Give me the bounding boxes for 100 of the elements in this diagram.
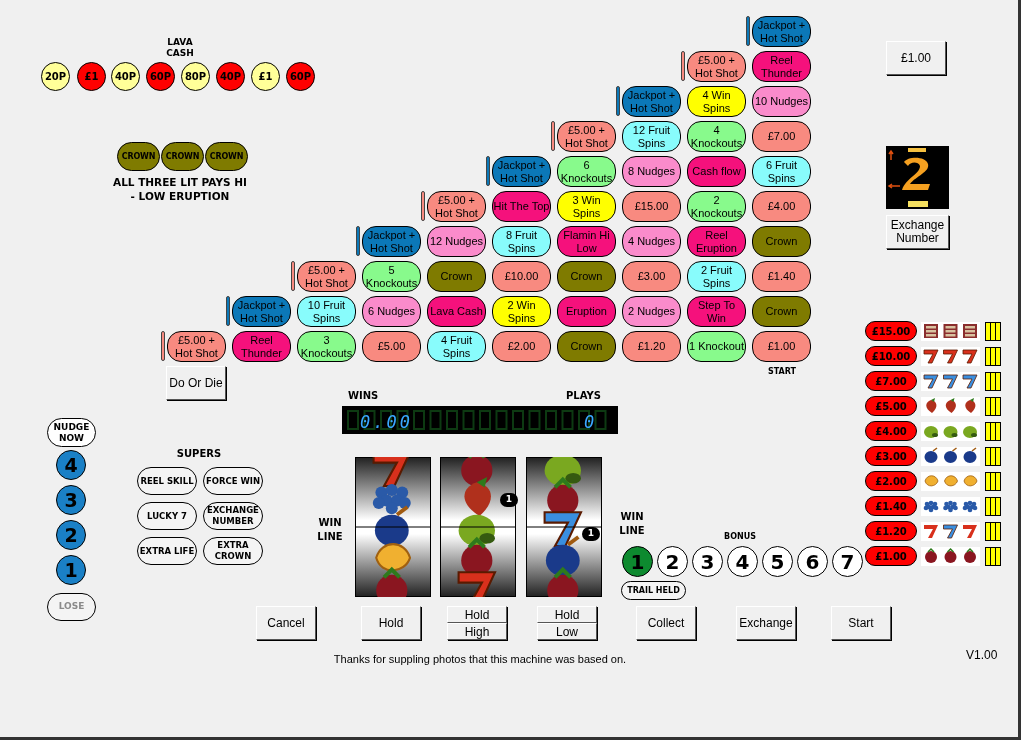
- display-title: WINS: [348, 389, 380, 403]
- control-button: Hold: [361, 606, 421, 640]
- prize-lamp: £3.00: [865, 446, 917, 466]
- bonus-number-lamp: 2: [657, 546, 688, 577]
- do-or-die-button: Do Or Die: [166, 366, 226, 400]
- trail-lamp: £5.00 + Hot Shot: [687, 51, 746, 82]
- trail-lamp: 10 Fruit Spins: [297, 296, 356, 327]
- trail-lamp: Flamin Hi Low: [557, 226, 616, 257]
- trail-lamp: £15.00: [622, 191, 681, 222]
- stake-button: £1.00: [886, 41, 946, 75]
- trail-lamp: £3.00: [622, 261, 681, 292]
- prize-lamp: £5.00: [865, 396, 917, 416]
- prize-lamp: £1.00: [865, 546, 917, 566]
- trail-lamp: Eruption: [557, 296, 616, 327]
- trail-lamp: Cash flow: [687, 156, 746, 187]
- cash-lamp: 40P: [216, 62, 245, 91]
- control-button: Low: [537, 623, 597, 640]
- trail-lamp: 12 Nudges: [427, 226, 486, 257]
- trail-lamp: Crown: [427, 261, 486, 292]
- trail-lamp: £5.00 + Hot Shot: [167, 331, 226, 362]
- trail-lamp: Reel Eruption: [687, 226, 746, 257]
- nudge-number-lamp: 3: [56, 485, 86, 515]
- trail-lamp: £5.00 + Hot Shot: [297, 261, 356, 292]
- trail-start-label: START: [766, 366, 797, 378]
- version-label: V1.00: [966, 647, 999, 664]
- prize-lamp: £15.00: [865, 321, 917, 341]
- trail-lamp: 6 Fruit Spins: [752, 156, 811, 187]
- cash-lamp: 60P: [286, 62, 315, 91]
- crown-lamp: CROWN: [117, 142, 160, 171]
- feature-note: ALL THREE LIT PAYS HI - LOW ERUPTION: [112, 175, 248, 203]
- trail-lamp: 6 Nudges: [362, 296, 421, 327]
- trail-lamp: 8 Nudges: [622, 156, 681, 187]
- lose-lamp: LOSE: [47, 593, 96, 621]
- control-button: Start: [831, 606, 891, 640]
- nudge-number-lamp: 4: [56, 450, 86, 480]
- trail-lamp: Reel Thunder: [232, 331, 291, 362]
- trail-lamp: £2.00: [492, 331, 551, 362]
- prize-lamp: £1.40: [865, 496, 917, 516]
- control-button: High: [447, 623, 507, 640]
- trail-lamp: Jackpot + Hot Shot: [752, 16, 811, 47]
- super-lamp: EXTRA LIFE: [137, 537, 197, 565]
- trail-held-lamp: TRAIL HELD: [621, 581, 686, 600]
- super-lamp: REEL SKILL: [137, 467, 197, 495]
- nudge-number-lamp: 2: [56, 520, 86, 550]
- trail-lamp: £7.00: [752, 121, 811, 152]
- control-button: Hold: [537, 606, 597, 623]
- bonus-number-lamp: 1: [622, 546, 653, 577]
- bonus-number-lamp: 7: [832, 546, 863, 577]
- nudge-now-lamp: NUDGE NOW: [47, 418, 96, 447]
- cash-lamp: 80P: [181, 62, 210, 91]
- control-button: Exchange: [736, 606, 796, 640]
- trail-lamp: Hit The Top: [492, 191, 551, 222]
- supers-title: SUPERS: [175, 447, 223, 461]
- trail-lamp: £10.00: [492, 261, 551, 292]
- trail-lamp: 4 Fruit Spins: [427, 331, 486, 362]
- trail-lamp: £4.00: [752, 191, 811, 222]
- trail-lamp: £1.20: [622, 331, 681, 362]
- trail-lamp: £5.00 + Hot Shot: [557, 121, 616, 152]
- display-title: PLAYS: [566, 389, 602, 403]
- prize-lamp: £10.00: [865, 346, 917, 366]
- trail-lamp: Reel Thunder: [752, 51, 811, 82]
- wins-digits: 0.00: [360, 411, 412, 434]
- control-button: Collect: [636, 606, 696, 640]
- nudge-number-lamp: 1: [56, 555, 86, 585]
- super-lamp: LUCKY 7: [137, 502, 197, 530]
- cash-lamp: 20P: [41, 62, 70, 91]
- trail-lamp: 4 Nudges: [622, 226, 681, 257]
- trail-lamp: £1.40: [752, 261, 811, 292]
- trail-lamp: £5.00 + Hot Shot: [427, 191, 486, 222]
- win-line-label: WIN LINE: [316, 516, 344, 544]
- trail-lamp: 12 Fruit Spins: [622, 121, 681, 152]
- trail-lamp: 4 Win Spins: [687, 86, 746, 117]
- trail-lamp: 10 Nudges: [752, 86, 811, 117]
- bonus-number-lamp: 6: [797, 546, 828, 577]
- trail-lamp: Jackpot + Hot Shot: [492, 156, 551, 187]
- trail-lamp: 5 Knockouts: [362, 261, 421, 292]
- trail-lamp: 1 Knockout: [687, 331, 746, 362]
- trail-lamp: Jackpot + Hot Shot: [232, 296, 291, 327]
- trail-lamp: 3 Win Spins: [557, 191, 616, 222]
- trail-lamp: 8 Fruit Spins: [492, 226, 551, 257]
- trail-lamp: 2 Win Spins: [492, 296, 551, 327]
- trail-lamp: £1.00: [752, 331, 811, 362]
- prize-lamp: £4.00: [865, 421, 917, 441]
- trail-lamp: 2 Fruit Spins: [687, 261, 746, 292]
- cash-lamp: 60P: [146, 62, 175, 91]
- bonus-title: BONUS: [723, 531, 757, 543]
- control-button: Cancel: [256, 606, 316, 640]
- credit-note: Thanks for suppling photos that this machine was based on.: [332, 652, 628, 667]
- bonus-number-lamp: 5: [762, 546, 793, 577]
- prize-lamp: £2.00: [865, 471, 917, 491]
- feature-title: LAVA CASH: [165, 37, 195, 59]
- multiplier-badge: 1: [500, 493, 518, 507]
- bonus-number-lamp: 4: [727, 546, 758, 577]
- bonus-number-lamp: 3: [692, 546, 723, 577]
- trail-lamp: Crown: [557, 261, 616, 292]
- cash-lamp: £1: [77, 62, 106, 91]
- crown-lamp: CROWN: [205, 142, 248, 171]
- cash-lamp: £1: [251, 62, 280, 91]
- exchange-number-button: Exchange Number: [886, 215, 949, 249]
- multiplier-badge: 1: [582, 527, 600, 541]
